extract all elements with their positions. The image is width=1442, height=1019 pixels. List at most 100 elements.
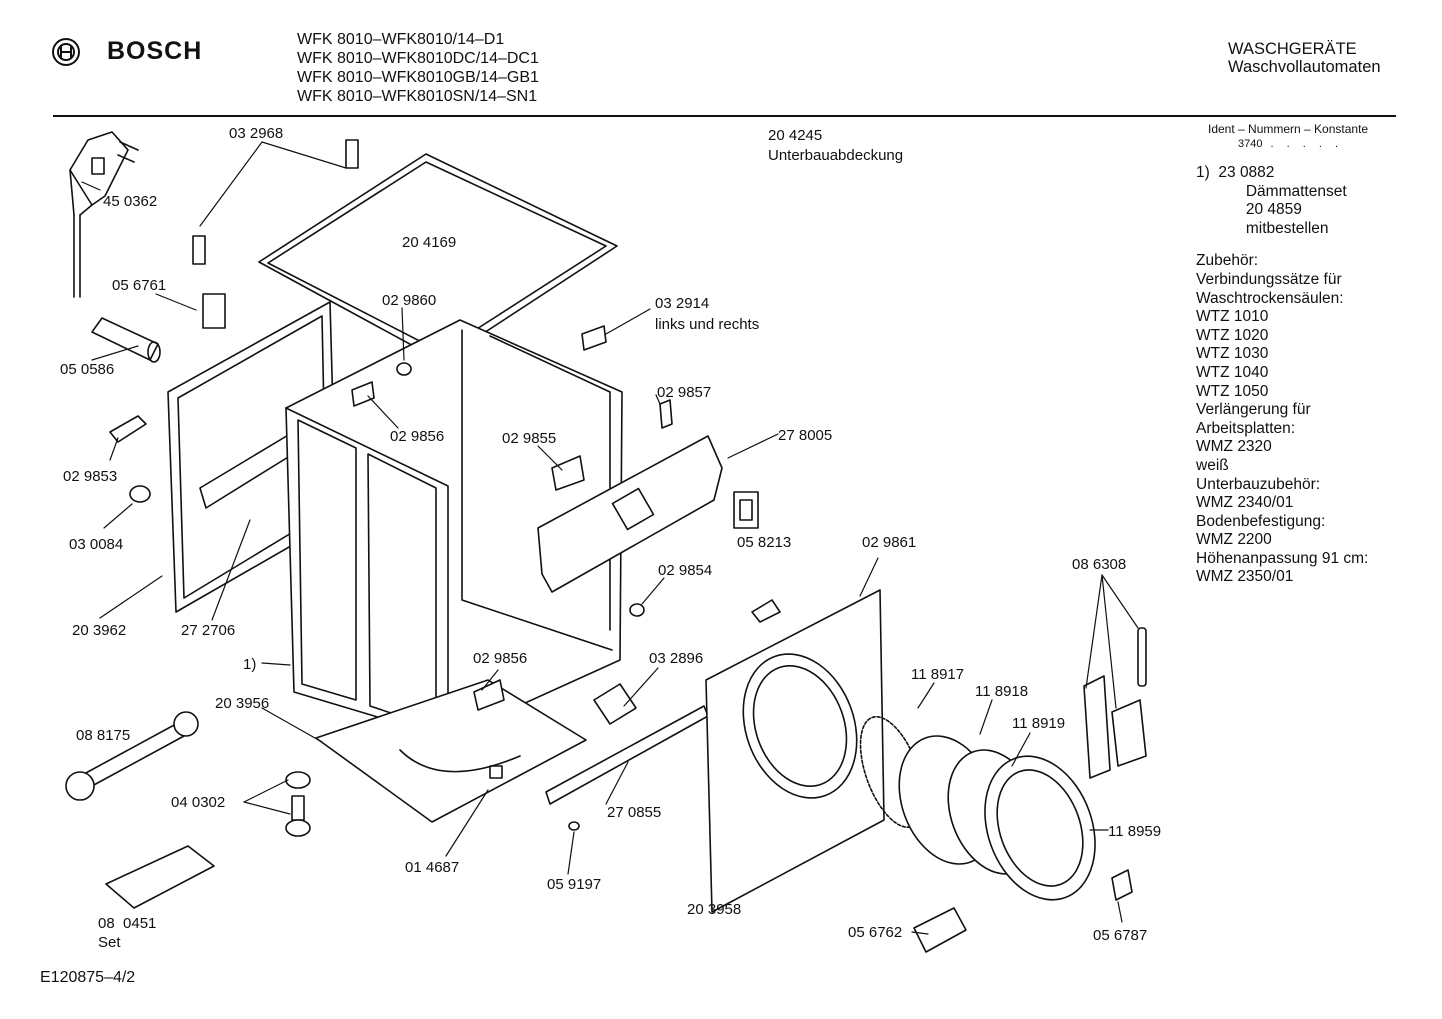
hinge-pin-icon xyxy=(1137,627,1147,687)
part-label: 02 9856 xyxy=(390,428,445,445)
note-line: 20 4859 xyxy=(1220,201,1302,219)
part-label: 05 0586 xyxy=(60,361,115,378)
part-label: 11 8959 xyxy=(1108,823,1162,840)
part-label: 45 0362 xyxy=(103,193,158,210)
note-line: weiß xyxy=(1196,456,1229,474)
rail-icon xyxy=(545,705,709,805)
model-line: WFK 8010–WFK8010SN/14–SN1 xyxy=(297,88,538,105)
bracket-icon xyxy=(192,139,359,265)
ident-value: 3740 . . . . . xyxy=(1238,138,1344,150)
part-label: 03 2896 xyxy=(649,650,704,667)
part-label: 08 0451 xyxy=(98,915,157,932)
brand-name: BOSCH xyxy=(107,37,203,65)
part-label: 20 3962 xyxy=(72,622,127,639)
grommet-icon xyxy=(396,362,412,376)
part-label: 20 4245 xyxy=(768,127,823,144)
door-catch-icon xyxy=(913,907,967,953)
note-line: Waschtrockensäulen: xyxy=(1196,289,1344,307)
nut-square-icon xyxy=(489,765,503,779)
part-label: 02 9856 xyxy=(473,650,528,667)
part-label: 11 8918 xyxy=(975,683,1029,700)
note-line: Höhenanpassung 91 cm: xyxy=(1196,549,1369,567)
part-label: 20 4169 xyxy=(402,234,457,251)
note-line: Zubehör: xyxy=(1196,252,1259,270)
note-line: WTZ 1040 xyxy=(1196,363,1269,381)
part-label: 11 8917 xyxy=(911,666,965,683)
part-label: 1) xyxy=(243,656,257,673)
clip-icon xyxy=(109,415,147,443)
part-label: 05 9197 xyxy=(547,876,602,893)
brand-logo: BOSCH xyxy=(50,36,202,68)
note-line: WMZ 2340/01 xyxy=(1196,494,1294,512)
note-line: Verbindungssätze für xyxy=(1196,270,1342,288)
part-note: Set xyxy=(98,934,121,951)
part-label: 01 4687 xyxy=(405,859,460,876)
note-line: WTZ 1030 xyxy=(1196,345,1269,363)
clip-top-icon xyxy=(351,381,375,407)
note-line: WTZ 1010 xyxy=(1196,308,1269,326)
door-outer-ring-icon xyxy=(984,755,1096,901)
note-line: 1) 23 0882 xyxy=(1196,164,1275,181)
screw-small-icon xyxy=(568,821,580,831)
indicator-window-icon xyxy=(733,491,759,529)
part-label: 02 9857 xyxy=(657,384,712,401)
part-label: 02 9853 xyxy=(63,468,118,485)
model-line: WFK 8010–WFK8010GB/14–GB1 xyxy=(297,69,539,86)
hinge-plate-icon xyxy=(1111,699,1147,767)
part-label: 20 3958 xyxy=(687,901,742,918)
category-subtitle: Waschvollautomaten xyxy=(1228,58,1381,76)
lock-cap-icon xyxy=(1111,869,1133,901)
door-lock-icon xyxy=(593,683,637,725)
part-name: Unterbauabdeckung xyxy=(768,147,904,164)
part-label: 20 3956 xyxy=(215,695,270,712)
note-line: WMZ 2200 xyxy=(1196,531,1272,549)
note-line: WMZ 2320 xyxy=(1196,438,1272,456)
part-label: 08 8175 xyxy=(76,727,131,744)
cap-icon xyxy=(129,485,151,503)
filter-icon xyxy=(91,317,161,363)
power-plug-icon xyxy=(69,131,139,298)
switch-icon xyxy=(551,455,585,491)
ident-number: 3740 xyxy=(1238,138,1263,150)
note-line: WTZ 1020 xyxy=(1196,326,1269,344)
category-title: WASCHGERÄTE xyxy=(1228,40,1357,58)
part-label: 27 2706 xyxy=(181,622,236,639)
part-label: 11 8919 xyxy=(1012,715,1066,732)
part-label: 03 2914 xyxy=(655,295,710,312)
top-cover-icon xyxy=(258,153,618,362)
part-label: 05 6787 xyxy=(1093,927,1148,944)
header-divider xyxy=(53,115,1396,117)
model-line: WFK 8010–WFK8010/14–D1 xyxy=(297,31,505,48)
door-hinge-icon xyxy=(1083,675,1111,779)
category: WASCHGERÄTE Waschvollautomaten xyxy=(1228,40,1381,76)
foot-bolt-icon xyxy=(285,771,311,837)
note-line: WMZ 2350/01 xyxy=(1196,568,1294,586)
ident-heading: Ident – Nummern – Konstante xyxy=(1208,122,1369,136)
note-line: Verlängerung für xyxy=(1196,401,1311,419)
latch-icon xyxy=(659,399,673,429)
wrench-icon xyxy=(65,711,199,801)
note-line: Unterbauzubehör: xyxy=(1196,475,1321,493)
clip-right-icon xyxy=(581,325,607,351)
part-note: links und rechts xyxy=(655,316,760,333)
bracket-small-icon xyxy=(751,599,781,623)
model-list: WFK 8010–WFK8010/14–D1 WFK 8010–WFK8010D… xyxy=(297,30,539,106)
part-label: 02 9855 xyxy=(502,430,557,447)
part-label: 08 6308 xyxy=(1072,556,1127,573)
part-label: 04 0302 xyxy=(171,794,226,811)
model-line: WFK 8010–WFK8010DC/14–DC1 xyxy=(297,50,539,67)
part-label: 05 6761 xyxy=(112,277,167,294)
base-plate-icon xyxy=(315,679,587,823)
bosch-armature-icon xyxy=(52,38,80,66)
part-label: 05 8213 xyxy=(737,534,792,551)
bush-icon xyxy=(629,603,645,617)
note-line: Dämmattenset xyxy=(1220,182,1347,200)
leader-lines xyxy=(81,141,1139,935)
part-label: 27 0855 xyxy=(607,804,662,821)
clip-bottom-icon xyxy=(473,679,505,711)
note-line: Arbeitsplatten: xyxy=(1196,419,1296,437)
part-label: 27 8005 xyxy=(778,427,833,444)
front-panel-icon xyxy=(705,589,885,913)
part-label: 03 0084 xyxy=(69,536,124,553)
